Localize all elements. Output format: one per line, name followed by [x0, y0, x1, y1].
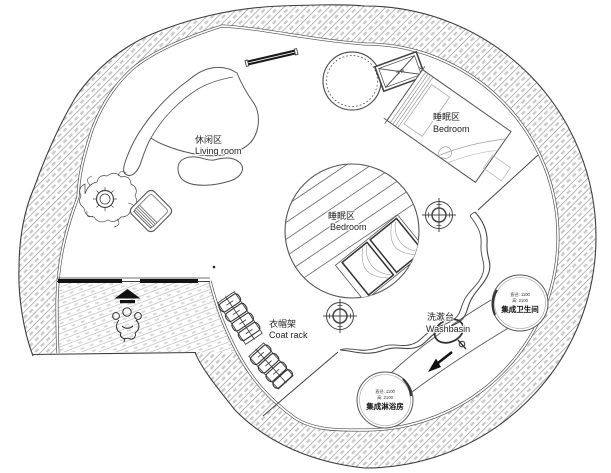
toilet-pod-name: 集成卫生间 — [500, 304, 539, 314]
center-bedroom — [284, 163, 420, 299]
ac-unit: 空调 — [373, 50, 427, 93]
round-table — [322, 51, 382, 111]
shower-pod-dim2: 高: 2100 — [377, 394, 394, 401]
living-room-label-zh: 休闲区 — [195, 134, 222, 145]
entrance-person-icon — [112, 289, 142, 343]
coat-rack-label-en: Coat rack — [269, 330, 308, 340]
corridor-hatch — [57, 283, 237, 352]
washbasin-counter — [390, 299, 511, 393]
plant-icon — [79, 171, 138, 228]
bedroom-center-label-en: Bedroom — [330, 222, 367, 232]
ac-unit-label: 空调 — [395, 67, 405, 76]
downlight-icon — [323, 299, 357, 333]
washbasin-label-en: Washbasin — [426, 324, 470, 334]
shower-pod: 直径: 1100 高: 2100 集成淋浴房 — [356, 371, 414, 429]
wall-outer-edge — [18, 4, 597, 469]
shower-pod-dim1: 直径: 1100 — [375, 388, 395, 394]
bedroom-right-label-zh: 睡眠区 — [433, 111, 460, 122]
arrow-icon — [428, 351, 453, 372]
bedroom-center-label-zh: 睡眠区 — [328, 210, 355, 221]
living-room-label-en: Living room — [195, 146, 242, 156]
wall-inner-edge — [55, 24, 560, 432]
entrance-corridor — [57, 283, 237, 352]
tv-bar — [244, 48, 299, 67]
coffee-table — [177, 156, 243, 186]
shower-pod-name: 集成淋浴房 — [365, 401, 404, 411]
toilet-pod-dim1: 直径: 1100 — [510, 291, 530, 297]
curtain — [339, 211, 491, 354]
sink-icon — [433, 318, 467, 350]
toilet-pod-dim2: 高: 2100 — [512, 297, 529, 304]
lounge-chair — [129, 189, 173, 233]
coat-rack-2 — [248, 342, 294, 390]
coat-rack-label-zh: 衣帽架 — [269, 318, 296, 329]
coat-rack-1 — [217, 291, 263, 345]
bedroom-right-label-en: Bedroom — [433, 124, 470, 134]
bed-rug — [482, 154, 512, 182]
corridor-dot — [212, 265, 216, 269]
sofa — [123, 66, 259, 176]
bed-right — [383, 66, 512, 184]
entrance-door — [32, 277, 210, 356]
partition-line — [262, 351, 339, 417]
washbasin-label-zh: 洗漱台 — [427, 311, 454, 322]
partition-line — [477, 154, 539, 211]
toilet-pod: 直径: 1100 高: 2100 集成卫生间 — [491, 274, 549, 332]
bed-center — [334, 214, 419, 298]
downlight-icon — [422, 198, 456, 232]
